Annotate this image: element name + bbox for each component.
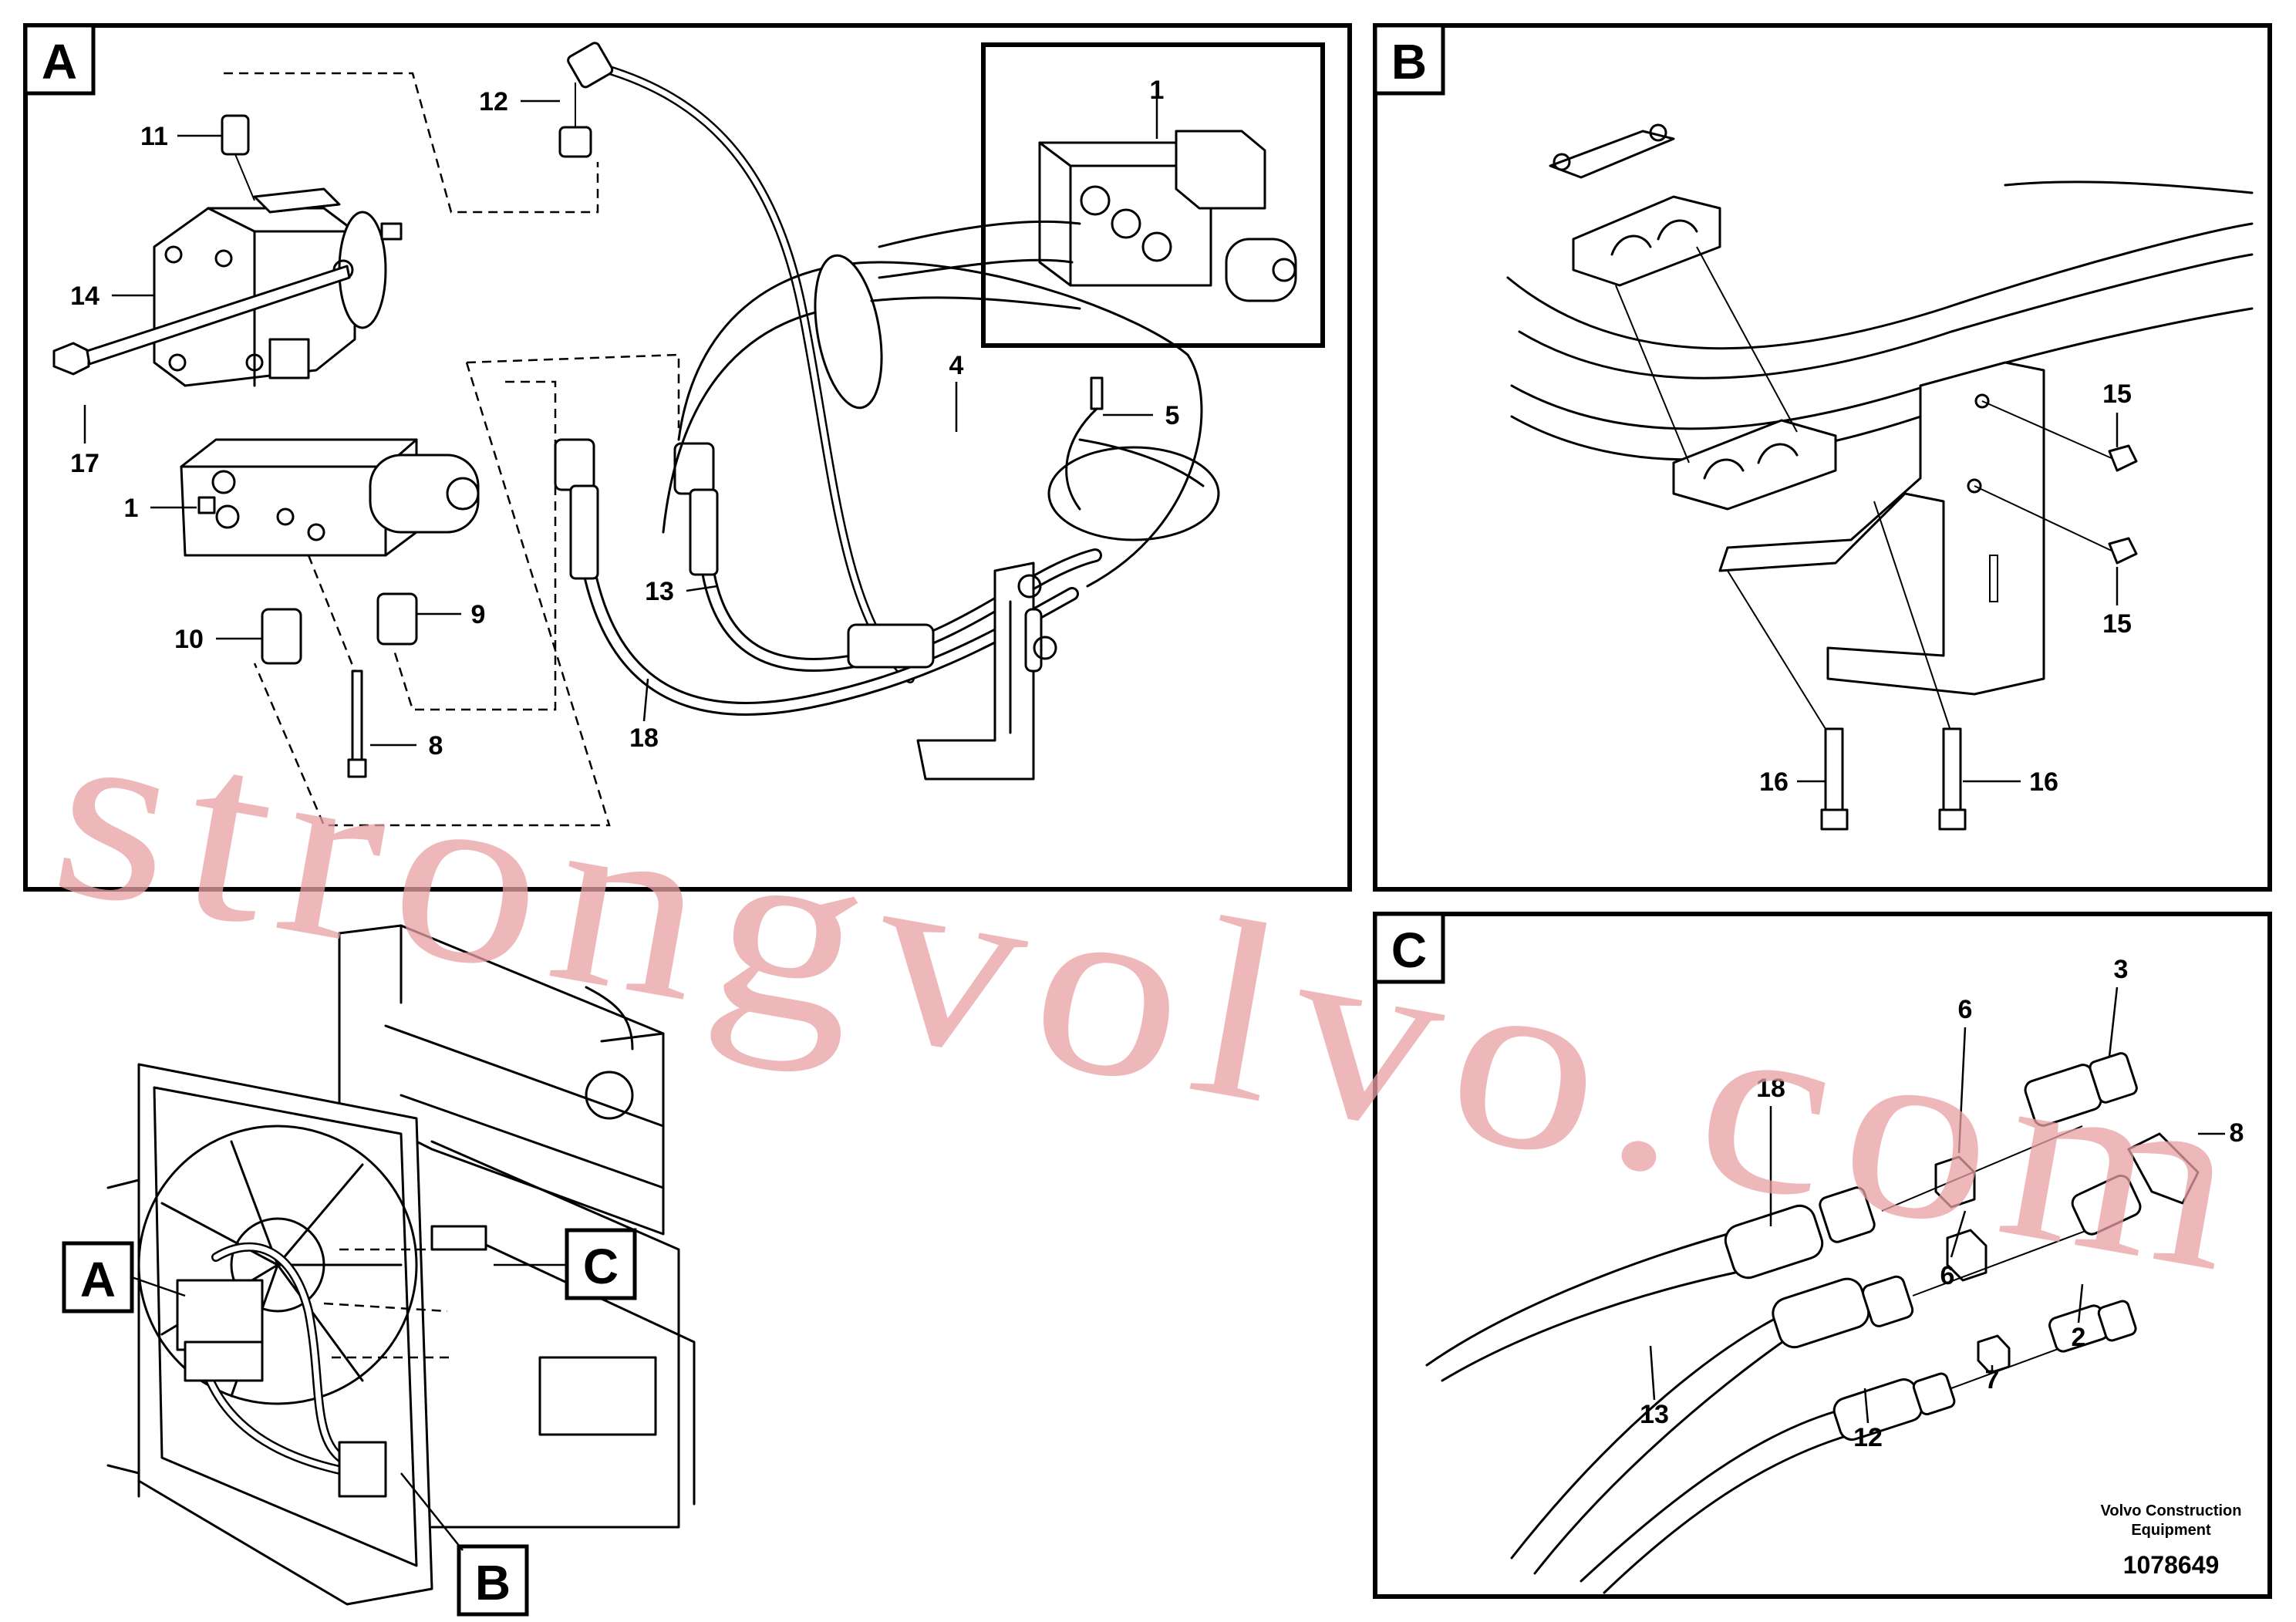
valve-block-1 <box>180 438 480 557</box>
callout: 3 <box>2114 955 2129 984</box>
brand-line-2: Equipment <box>2131 1522 2211 1539</box>
bolt-8 <box>347 669 367 778</box>
assembly-line-12 <box>224 72 599 214</box>
callout: 8 <box>429 731 443 760</box>
panel-c: C <box>1373 912 2272 1599</box>
callouts-panel-b: 15 15 16 16 <box>1759 379 2132 797</box>
wire-harness-4 <box>662 220 1220 588</box>
callout: 1 <box>1150 76 1165 105</box>
fitting-9 <box>376 592 418 646</box>
mounting-bracket <box>847 561 1057 781</box>
callout: 13 <box>1640 1400 1669 1429</box>
callout: 6 <box>1940 1261 1955 1290</box>
inset-valve-block <box>1038 93 1297 302</box>
overview-label-a: A <box>80 1252 116 1307</box>
panel-b-letter: B <box>1391 34 1427 89</box>
callout: 8 <box>2230 1118 2244 1148</box>
callout: 2 <box>2072 1323 2086 1352</box>
connectors-3-8-2 <box>2024 1052 2200 1353</box>
callout: 13 <box>645 577 674 606</box>
overview-label-c: C <box>583 1239 619 1294</box>
callout: 1 <box>124 494 139 523</box>
doc-number: 1078649 <box>2123 1551 2220 1579</box>
bolts-15 <box>1974 400 2138 565</box>
callout: 9 <box>471 600 486 629</box>
callout: 5 <box>1165 401 1180 430</box>
hydraulic-motor <box>153 187 403 387</box>
callout: 16 <box>2029 767 2058 797</box>
callout: 17 <box>70 449 99 478</box>
mounting-bracket-b <box>1718 361 2045 696</box>
assembly-line-18 <box>253 353 680 827</box>
fitting-10 <box>261 608 302 665</box>
callouts-panel-a: 1 11 12 14 17 1 10 9 8 13 18 4 5 <box>70 76 1179 760</box>
fitting-11 <box>221 114 250 156</box>
brand-line-1: Volvo Construction <box>2101 1502 2242 1519</box>
callout: 12 <box>1853 1423 1883 1452</box>
nuts-6-7 <box>1881 1125 2099 1389</box>
callout: 15 <box>2102 379 2132 409</box>
callout: 10 <box>174 625 204 654</box>
callout: 7 <box>1985 1365 2000 1394</box>
hose-clamp <box>1549 123 1837 511</box>
callout: 16 <box>1759 767 1789 797</box>
machine-overview: A C B <box>62 924 696 1617</box>
callout: 18 <box>1756 1074 1785 1103</box>
bolt-17 <box>52 265 351 376</box>
bolts-16 <box>1727 501 1967 831</box>
callout: 11 <box>140 122 168 151</box>
callouts-panel-c: 3 6 18 8 6 2 7 13 12 <box>1640 955 2244 1452</box>
assembly-line-13 <box>392 380 557 711</box>
panel-c-letter: C <box>1391 922 1427 978</box>
callout: 15 <box>2102 609 2132 639</box>
hose-12 <box>558 42 915 683</box>
panel-a-letter: A <box>42 34 77 89</box>
callout: 12 <box>479 87 508 116</box>
overview-label-b: B <box>475 1555 511 1610</box>
hoses-panel-c <box>1425 1186 1956 1594</box>
callout: 6 <box>1958 995 1973 1024</box>
callout: 18 <box>629 723 659 753</box>
cable-tie-5 <box>1065 376 1104 511</box>
callout: 14 <box>70 282 99 311</box>
panel-a: A <box>23 23 1352 892</box>
callout: 4 <box>949 351 964 380</box>
inset-frame <box>981 42 1325 348</box>
panel-b: B <box>1373 23 2272 892</box>
